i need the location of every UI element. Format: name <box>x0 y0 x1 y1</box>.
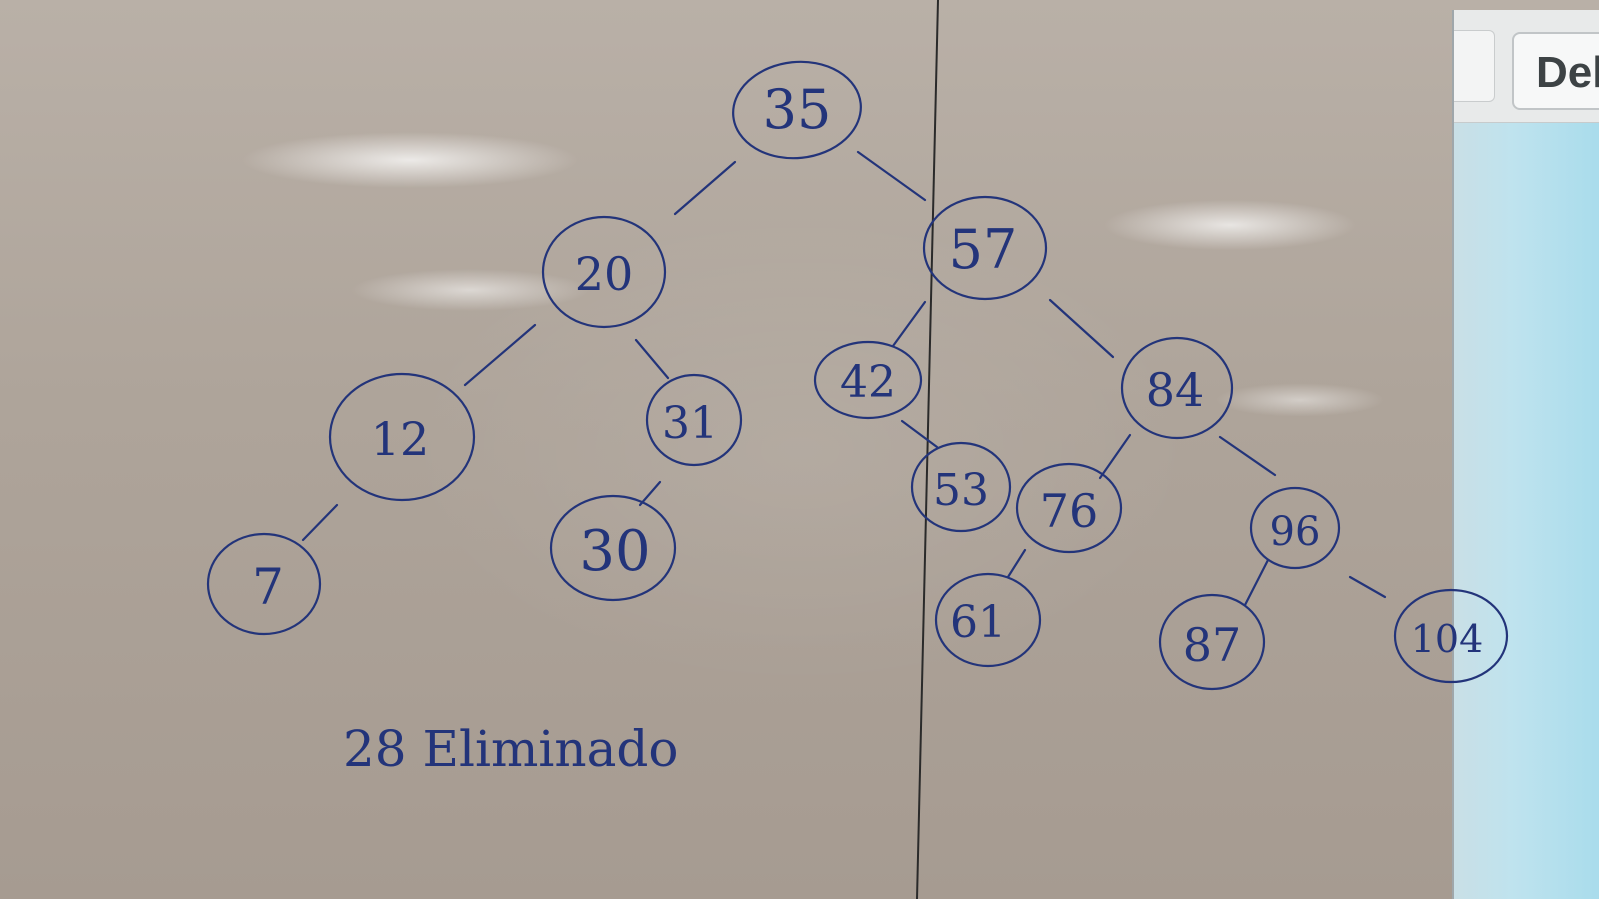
tree-node-label: 57 <box>949 218 1018 281</box>
tree-node-30: 30 <box>549 494 677 602</box>
tree-node-label: 76 <box>1040 484 1099 538</box>
tree-edge <box>1098 433 1132 480</box>
tree-edge <box>1348 575 1387 599</box>
tree-edge <box>673 160 737 216</box>
tree-node-42: 42 <box>813 340 923 420</box>
tree-edge <box>900 419 939 449</box>
tree-edge <box>1048 298 1115 359</box>
tree-node-87: 87 <box>1158 593 1266 691</box>
tree-node-76: 76 <box>1015 462 1123 554</box>
tree-node-35: 35 <box>732 60 862 160</box>
tree-node-61: 61 <box>934 572 1042 668</box>
tree-node-label: 12 <box>371 412 430 466</box>
tree-edge <box>1006 548 1027 579</box>
projector-delete-button: Del <box>1512 32 1599 110</box>
tree-edge <box>301 503 339 542</box>
tree-node-84: 84 <box>1120 336 1234 440</box>
tree-node-label: 30 <box>579 519 650 584</box>
tree-edge <box>634 338 670 380</box>
projector-screen: Del <box>1452 10 1599 899</box>
projector-toolbar-button-left <box>1454 30 1495 102</box>
tree-node-7: 7 <box>206 532 322 636</box>
tree-node-31: 31 <box>645 373 743 467</box>
tree-node-96: 96 <box>1249 486 1341 570</box>
tree-node-104: 104 <box>1393 588 1509 684</box>
tree-node-label: 20 <box>575 247 634 301</box>
tree-edge <box>638 480 662 507</box>
tree-node-53: 53 <box>910 441 1012 533</box>
tree-edge <box>856 150 927 202</box>
tree-node-label: 61 <box>950 597 1006 648</box>
tree-node-label: 31 <box>662 398 718 449</box>
tree-edge <box>891 300 927 348</box>
tree-edges <box>301 150 1387 607</box>
tree-edge <box>1218 435 1277 477</box>
tree-node-20: 20 <box>541 215 667 329</box>
tree-node-label: 96 <box>1270 509 1321 555</box>
tree-node-label: 35 <box>763 78 832 141</box>
tree-node-12: 12 <box>328 372 476 502</box>
tree-node-label: 87 <box>1183 618 1242 672</box>
tree-node-label: 42 <box>840 357 896 408</box>
projector-toolbar: Del <box>1454 10 1599 123</box>
tree-edge <box>1243 558 1270 607</box>
tree-node-label: 7 <box>252 558 284 616</box>
tree-node-label: 53 <box>933 465 989 516</box>
deletion-note: 28 Eliminado <box>343 720 679 778</box>
tree-node-57: 57 <box>922 195 1048 301</box>
tree-node-label: 104 <box>1411 617 1484 661</box>
tree-node-label: 84 <box>1146 363 1205 417</box>
tree-edge <box>463 323 537 387</box>
